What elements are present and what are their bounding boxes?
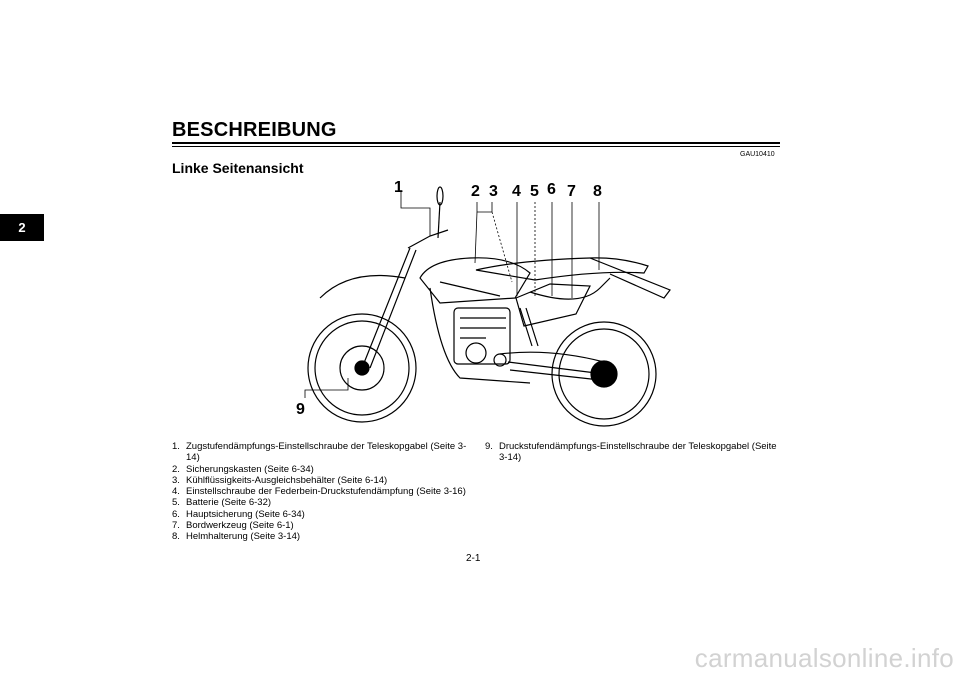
- legend-text: Bordwerkzeug (Seite 6-1): [186, 520, 294, 532]
- legend-item: 3. Kühlflüssigkeits-Ausgleichsbehälter (…: [172, 475, 472, 486]
- legend-list-left: 1. Zugstufendämpfungs-Einstellschraube d…: [172, 441, 472, 543]
- callout-7: 7: [567, 183, 576, 200]
- subsection-title: Linke Seitenansicht: [172, 160, 304, 176]
- rear-wheel: [551, 321, 657, 427]
- legend-item: 9. Druckstufendämpfungs-Einstellschraube…: [485, 441, 785, 464]
- legend-item: 7. Bordwerkzeug (Seite 6-1): [172, 520, 472, 531]
- title-rule-thin: [172, 146, 780, 147]
- motorcycle-illustration: 1 2 3 4 5 6 7 8 9: [296, 179, 671, 427]
- title-rule: [172, 142, 780, 144]
- legend-number: 2.: [172, 463, 180, 475]
- legend-number: 3.: [172, 474, 180, 486]
- callout-5: 5: [530, 183, 539, 200]
- legend-number: 5.: [172, 497, 180, 509]
- rear-shock: [519, 307, 539, 347]
- front-wheel: [307, 313, 417, 423]
- swingarm: [507, 361, 605, 381]
- front-fork: [361, 247, 417, 369]
- legend-item: 5. Batterie (Seite 6-32): [172, 497, 472, 508]
- legend-number: 7.: [172, 520, 180, 532]
- legend-text: Helmhalterung (Seite 3-14): [186, 531, 301, 543]
- legend-list-right: 9. Druckstufendämpfungs-Einstellschraube…: [485, 441, 785, 464]
- section-title: BESCHREIBUNG: [172, 119, 337, 141]
- callout-2: 2: [471, 183, 480, 200]
- rear-fender: [589, 257, 671, 299]
- fuel-tank: [419, 257, 531, 304]
- legend-number: 8.: [172, 531, 180, 543]
- legend-item: 2. Sicherungskasten (Seite 6-34): [172, 464, 472, 475]
- callout-6: 6: [547, 181, 556, 198]
- watermark: carmanualsonline.info: [694, 643, 954, 673]
- legend-text: Einstellschraube der Federbein-Druckstuf…: [186, 486, 466, 498]
- legend-text: Batterie (Seite 6-32): [186, 497, 272, 509]
- page-number: 2-1: [466, 553, 481, 564]
- callout-1: 1: [394, 179, 403, 196]
- legend-text: Sicherungskasten (Seite 6-34): [186, 463, 314, 475]
- legend-item: 6. Hauptsicherung (Seite 6-34): [172, 509, 472, 520]
- legend-text: Hauptsicherung (Seite 6-34): [186, 508, 305, 520]
- legend-item: 8. Helmhalterung (Seite 3-14): [172, 531, 472, 542]
- legend-number: 9.: [485, 441, 493, 452]
- callout-8: 8: [593, 183, 602, 200]
- code-reference: GAU10410: [740, 151, 775, 158]
- legend-number: 6.: [172, 508, 180, 520]
- seat: [475, 257, 649, 281]
- callout-9: 9: [296, 401, 305, 418]
- legend-item: 1. Zugstufendämpfungs-Einstellschraube d…: [172, 441, 472, 464]
- legend-number: 4.: [172, 486, 180, 498]
- legend-text: Zugstufendämpfungs-Einstellschraube der …: [186, 441, 467, 464]
- legend-number: 1.: [172, 441, 180, 452]
- engine: [453, 307, 511, 365]
- callout-4: 4: [512, 183, 521, 200]
- callout-3: 3: [489, 183, 498, 200]
- legend-item: 4. Einstellschraube der Federbein-Drucks…: [172, 486, 472, 497]
- legend-text: Kühlflüssigkeits-Ausgleichsbehälter (Sei…: [186, 474, 388, 486]
- legend-text: Druckstufendämpfungs-Einstellschraube de…: [499, 441, 777, 464]
- chapter-tab-label: 2: [18, 220, 26, 235]
- chapter-tab: 2: [0, 214, 44, 241]
- exhaust: [529, 277, 611, 300]
